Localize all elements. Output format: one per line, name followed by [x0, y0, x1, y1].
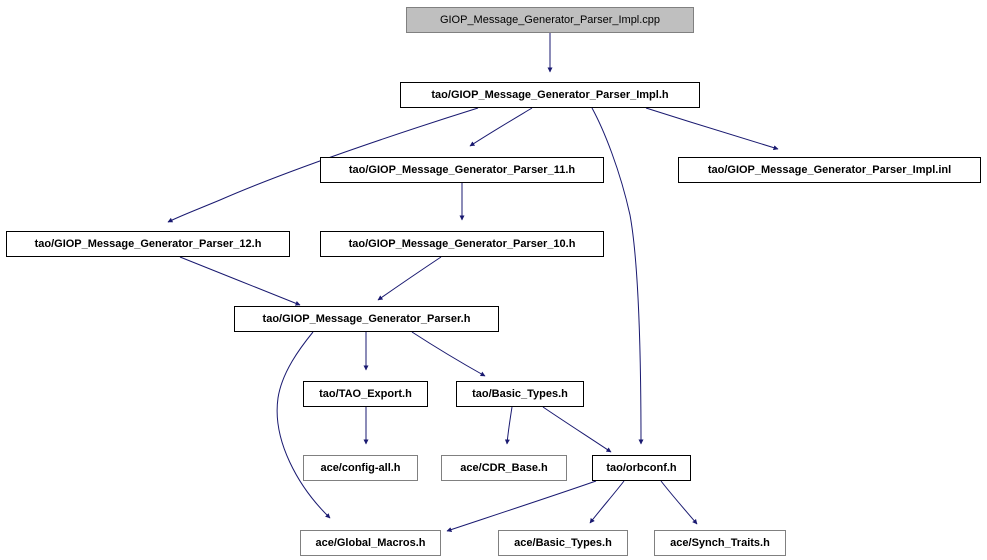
graph-node[interactable]: tao/orbconf.h: [592, 455, 691, 481]
graph-node[interactable]: tao/GIOP_Message_Generator_Parser_12.h: [6, 231, 290, 257]
edge-n5-to-n6: [377, 256, 442, 301]
graph-node-label: tao/GIOP_Message_Generator_Parser_Impl.i…: [707, 163, 952, 176]
graph-node[interactable]: ace/CDR_Base.h: [441, 455, 567, 481]
edge-n11-to-n12: [446, 480, 597, 532]
graph-node-label: ace/Global_Macros.h: [315, 536, 426, 549]
graph-node[interactable]: ace/Synch_Traits.h: [654, 530, 786, 556]
edge-n1-to-n3: [645, 107, 779, 151]
graph-node[interactable]: tao/GIOP_Message_Generator_Parser_10.h: [320, 231, 604, 257]
edge-n8-to-n10: [504, 406, 513, 445]
graph-node-label: tao/orbconf.h: [606, 461, 677, 474]
edge-n1-to-n11: [591, 107, 644, 445]
edge-n1-to-n2: [469, 107, 533, 147]
graph-node[interactable]: tao/GIOP_Message_Generator_Parser_11.h: [320, 157, 604, 183]
edge-n11-to-n14: [660, 480, 698, 525]
graph-node-label: GIOP_Message_Generator_Parser_Impl.cpp: [439, 13, 661, 26]
graph-node-label: ace/Basic_Types.h: [514, 536, 612, 549]
graph-node-root: GIOP_Message_Generator_Parser_Impl.cpp: [406, 7, 694, 33]
graph-node-label: ace/Synch_Traits.h: [670, 536, 770, 549]
graph-node[interactable]: tao/Basic_Types.h: [456, 381, 584, 407]
edge-n6-to-n8: [411, 331, 486, 377]
graph-node[interactable]: tao/TAO_Export.h: [303, 381, 428, 407]
graph-node-label: tao/GIOP_Message_Generator_Parser.h: [262, 312, 471, 325]
graph-node-label: tao/TAO_Export.h: [319, 387, 412, 400]
edge-n11-to-n13: [589, 480, 625, 524]
graph-node-label: ace/config-all.h: [320, 461, 401, 474]
graph-node-label: tao/GIOP_Message_Generator_Parser_11.h: [348, 163, 576, 176]
graph-node[interactable]: tao/GIOP_Message_Generator_Parser_Impl.h: [400, 82, 700, 108]
edge-n4-to-n6: [179, 256, 301, 306]
graph-node-label: tao/Basic_Types.h: [472, 387, 568, 400]
edge-layer: [167, 32, 779, 532]
edge-n1-to-n4: [167, 107, 479, 223]
graph-node[interactable]: ace/Basic_Types.h: [498, 530, 628, 556]
graph-node[interactable]: tao/GIOP_Message_Generator_Parser.h: [234, 306, 499, 332]
graph-node-label: tao/GIOP_Message_Generator_Parser_12.h: [34, 237, 262, 250]
graph-node-label: tao/GIOP_Message_Generator_Parser_Impl.h: [431, 88, 669, 101]
graph-node-label: tao/GIOP_Message_Generator_Parser_10.h: [348, 237, 576, 250]
graph-node-label: ace/CDR_Base.h: [460, 461, 548, 474]
edge-n8-to-n11: [542, 406, 612, 453]
edge-n6-to-n12: [276, 331, 331, 519]
graph-node[interactable]: ace/config-all.h: [303, 455, 418, 481]
graph-node[interactable]: ace/Global_Macros.h: [300, 530, 441, 556]
graph-node[interactable]: tao/GIOP_Message_Generator_Parser_Impl.i…: [678, 157, 981, 183]
